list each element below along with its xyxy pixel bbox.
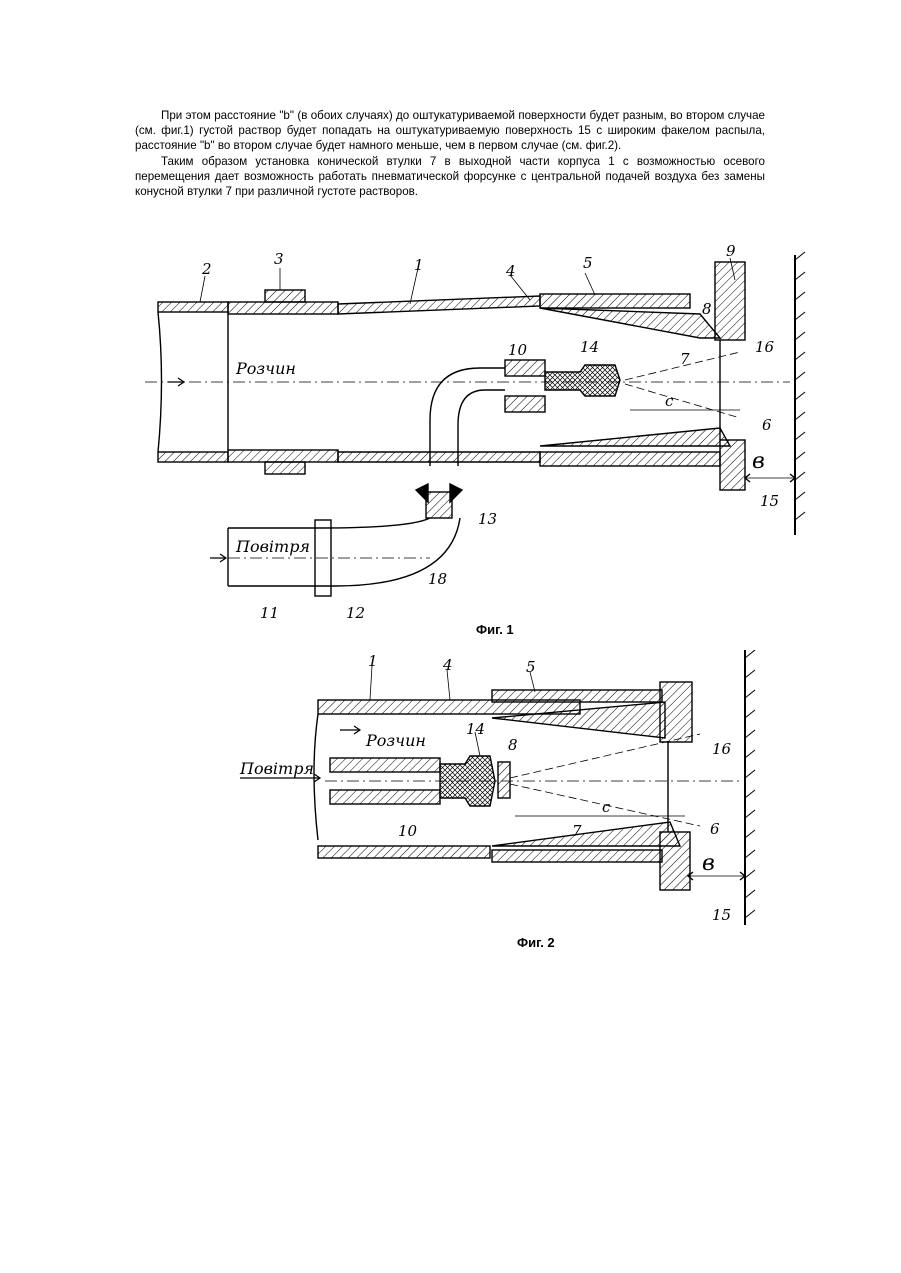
label-16: 16 — [712, 740, 732, 758]
label-povitria: Повітря — [235, 537, 310, 556]
paragraph-2: Таким образом установка конической втулк… — [135, 154, 765, 200]
figure-1-drawing: 2 3 1 4 5 9 8 16 7 10 14 c 6 в 15 13 18 … — [140, 240, 830, 625]
label-14: 14 — [580, 338, 599, 356]
label-8: 8 — [508, 736, 518, 754]
label-9: 9 — [726, 242, 736, 260]
label-b: в — [702, 851, 715, 876]
sleeve-5-bottom — [540, 452, 720, 466]
label-rozchyn: Розчин — [235, 359, 296, 378]
nozzle-10-top — [505, 360, 545, 376]
label-4: 4 — [505, 262, 516, 280]
paragraph-1: При этом расстояние "b" (в обоих случаях… — [135, 108, 765, 154]
label-7: 7 — [680, 350, 690, 368]
label-10: 10 — [508, 341, 528, 359]
label-15: 15 — [712, 906, 731, 924]
label-5: 5 — [526, 658, 536, 676]
sleeve-bottom — [492, 850, 662, 862]
label-4: 4 — [442, 656, 453, 674]
cone-7-top — [540, 308, 720, 338]
label-3: 3 — [274, 250, 284, 268]
nut-3-bottom — [265, 462, 305, 474]
pipe-top-wall — [158, 302, 228, 312]
label-8: 8 — [702, 300, 712, 318]
label-5: 5 — [583, 254, 593, 272]
body-1-top — [338, 296, 540, 314]
figure-2-caption: Фиг. 2 — [517, 935, 555, 950]
nozzle-tip-14 — [545, 365, 620, 396]
label-1: 1 — [368, 652, 378, 670]
sleeve-5-top — [540, 294, 690, 308]
label-6: 6 — [762, 416, 772, 434]
label-13: 13 — [478, 510, 497, 528]
air-tube-top — [330, 758, 440, 772]
label-1: 1 — [414, 256, 424, 274]
label-rozchyn: Розчин — [365, 731, 426, 750]
body-1-bottom — [338, 452, 540, 462]
flange-9-bottom — [720, 440, 745, 490]
label-12: 12 — [346, 604, 365, 622]
body-text: При этом расстояние "b" (в обоих случаях… — [135, 108, 765, 199]
nozzle-10-bottom — [505, 396, 545, 412]
label-c: c — [665, 392, 674, 410]
label-povitria: Повітря — [239, 759, 314, 778]
label-18: 18 — [428, 570, 447, 588]
figure-2: 1 4 5 8 16 14 c 6 7 10 в 15 Розчин Повіт… — [140, 650, 780, 930]
sleeve-5 — [492, 690, 662, 702]
label-7: 7 — [572, 822, 582, 840]
pipe-bottom-wall — [158, 452, 228, 462]
label-11: 11 — [260, 604, 279, 622]
label-14: 14 — [466, 720, 485, 738]
label-b: в — [752, 449, 765, 474]
label-6: 6 — [710, 820, 720, 838]
body-bottom — [318, 846, 490, 858]
label-2: 2 — [201, 260, 212, 278]
cone-7-bottom — [492, 822, 680, 846]
label-15: 15 — [760, 492, 779, 510]
flange-9-top — [715, 262, 745, 340]
flange-top — [660, 682, 692, 742]
label-16: 16 — [755, 338, 775, 356]
figure-2-drawing: 1 4 5 8 16 14 c 6 7 10 в 15 Розчин Повіт… — [140, 650, 780, 930]
figure-1-caption: Фиг. 1 — [476, 622, 514, 637]
nut-3-top — [265, 290, 305, 302]
cone-7-bottom — [540, 428, 730, 446]
label-10: 10 — [398, 822, 418, 840]
air-tube-bottom — [330, 790, 440, 804]
figure-1: 2 3 1 4 5 9 8 16 7 10 14 c 6 в 15 13 18 … — [140, 240, 830, 625]
label-c: c — [602, 798, 611, 816]
